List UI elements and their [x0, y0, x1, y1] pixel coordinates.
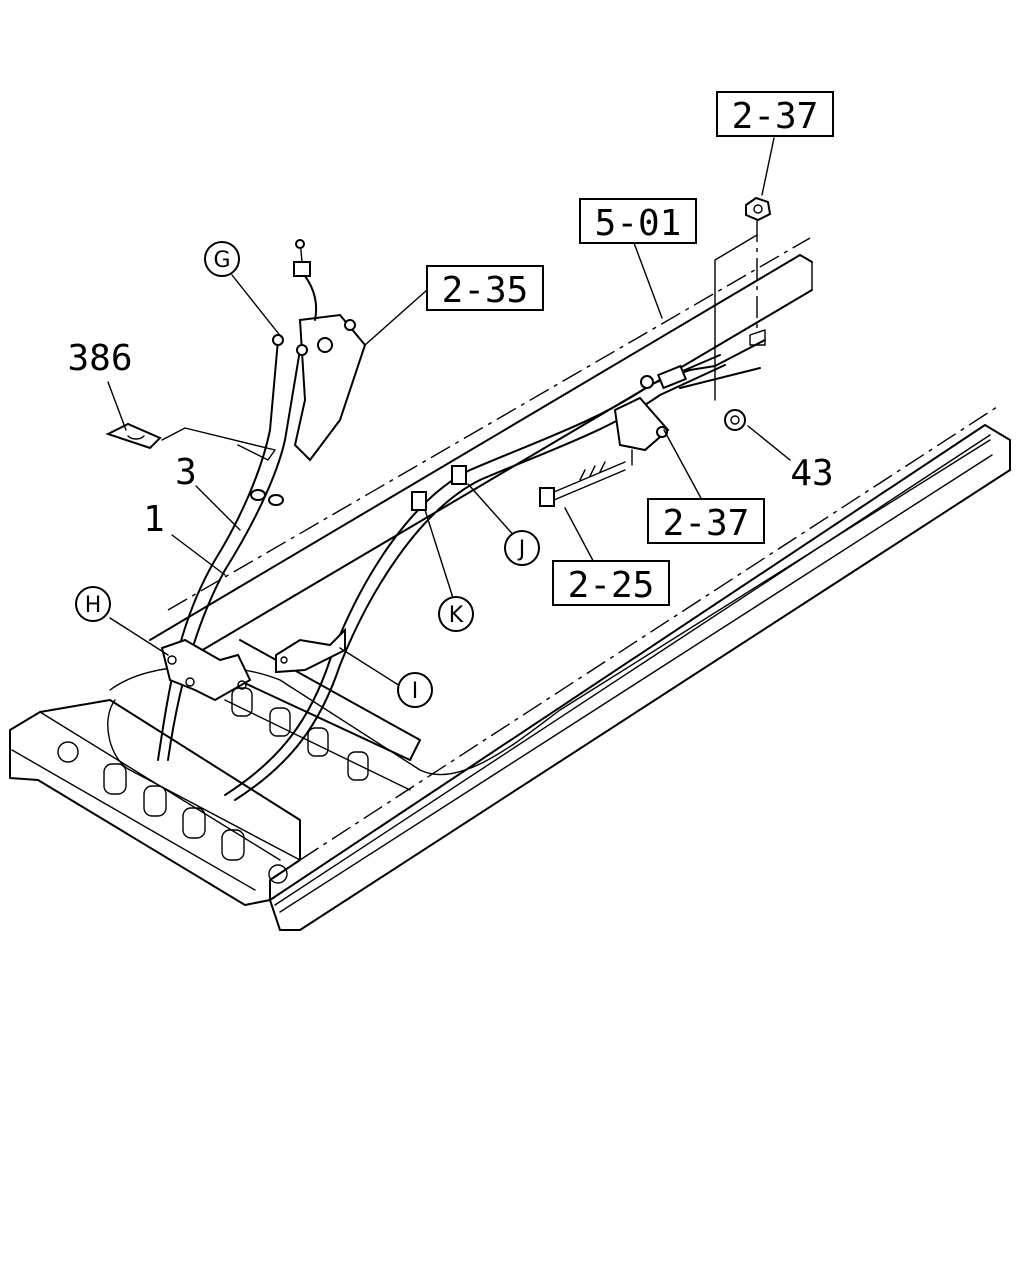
part-386-label: 386	[67, 338, 132, 379]
part-43-label: 43	[790, 453, 833, 494]
ref-2-35-text: 2-35	[442, 270, 529, 311]
callout-j: J	[504, 530, 540, 566]
ref-box-2-37-right: 2-37	[647, 498, 765, 544]
ref-box-5-01: 5-01	[579, 198, 697, 244]
chassis-frame	[9, 237, 1011, 931]
callout-j-text: J	[517, 537, 526, 562]
ref-5-01-text: 5-01	[595, 203, 682, 244]
part-1-label: 1	[143, 499, 165, 540]
nut-43	[724, 409, 746, 431]
bracket-i	[275, 627, 346, 674]
rear-cable-grommets	[250, 465, 467, 511]
cross-member-holes	[57, 741, 288, 884]
brake-cables	[157, 339, 766, 801]
callout-i: I	[397, 672, 433, 708]
part-386-clip	[105, 422, 276, 461]
inner-cross-holes	[231, 687, 369, 781]
nut-2-37-top	[745, 196, 772, 346]
callout-g-text: G	[213, 248, 230, 273]
equalizer-bracket	[613, 364, 688, 466]
leader-lines	[107, 137, 791, 687]
bracket-h	[160, 638, 252, 702]
ref-2-37-right-text: 2-37	[663, 503, 750, 544]
bolt-2-25	[539, 461, 626, 507]
ref-2-37-top-text: 2-37	[732, 96, 819, 137]
ref-box-2-25: 2-25	[552, 560, 670, 606]
pedal-bracket	[272, 239, 367, 462]
callout-g: G	[204, 241, 240, 277]
callout-k-text: K	[449, 603, 464, 628]
callout-i-text: I	[412, 679, 419, 704]
callout-h-text: H	[85, 593, 102, 618]
ref-2-25-text: 2-25	[568, 565, 655, 606]
ref-box-2-35: 2-35	[426, 265, 544, 311]
callout-h: H	[75, 586, 111, 622]
part-3-label: 3	[175, 452, 197, 493]
callout-k: K	[438, 596, 474, 632]
ref-box-2-37-top: 2-37	[716, 91, 834, 137]
